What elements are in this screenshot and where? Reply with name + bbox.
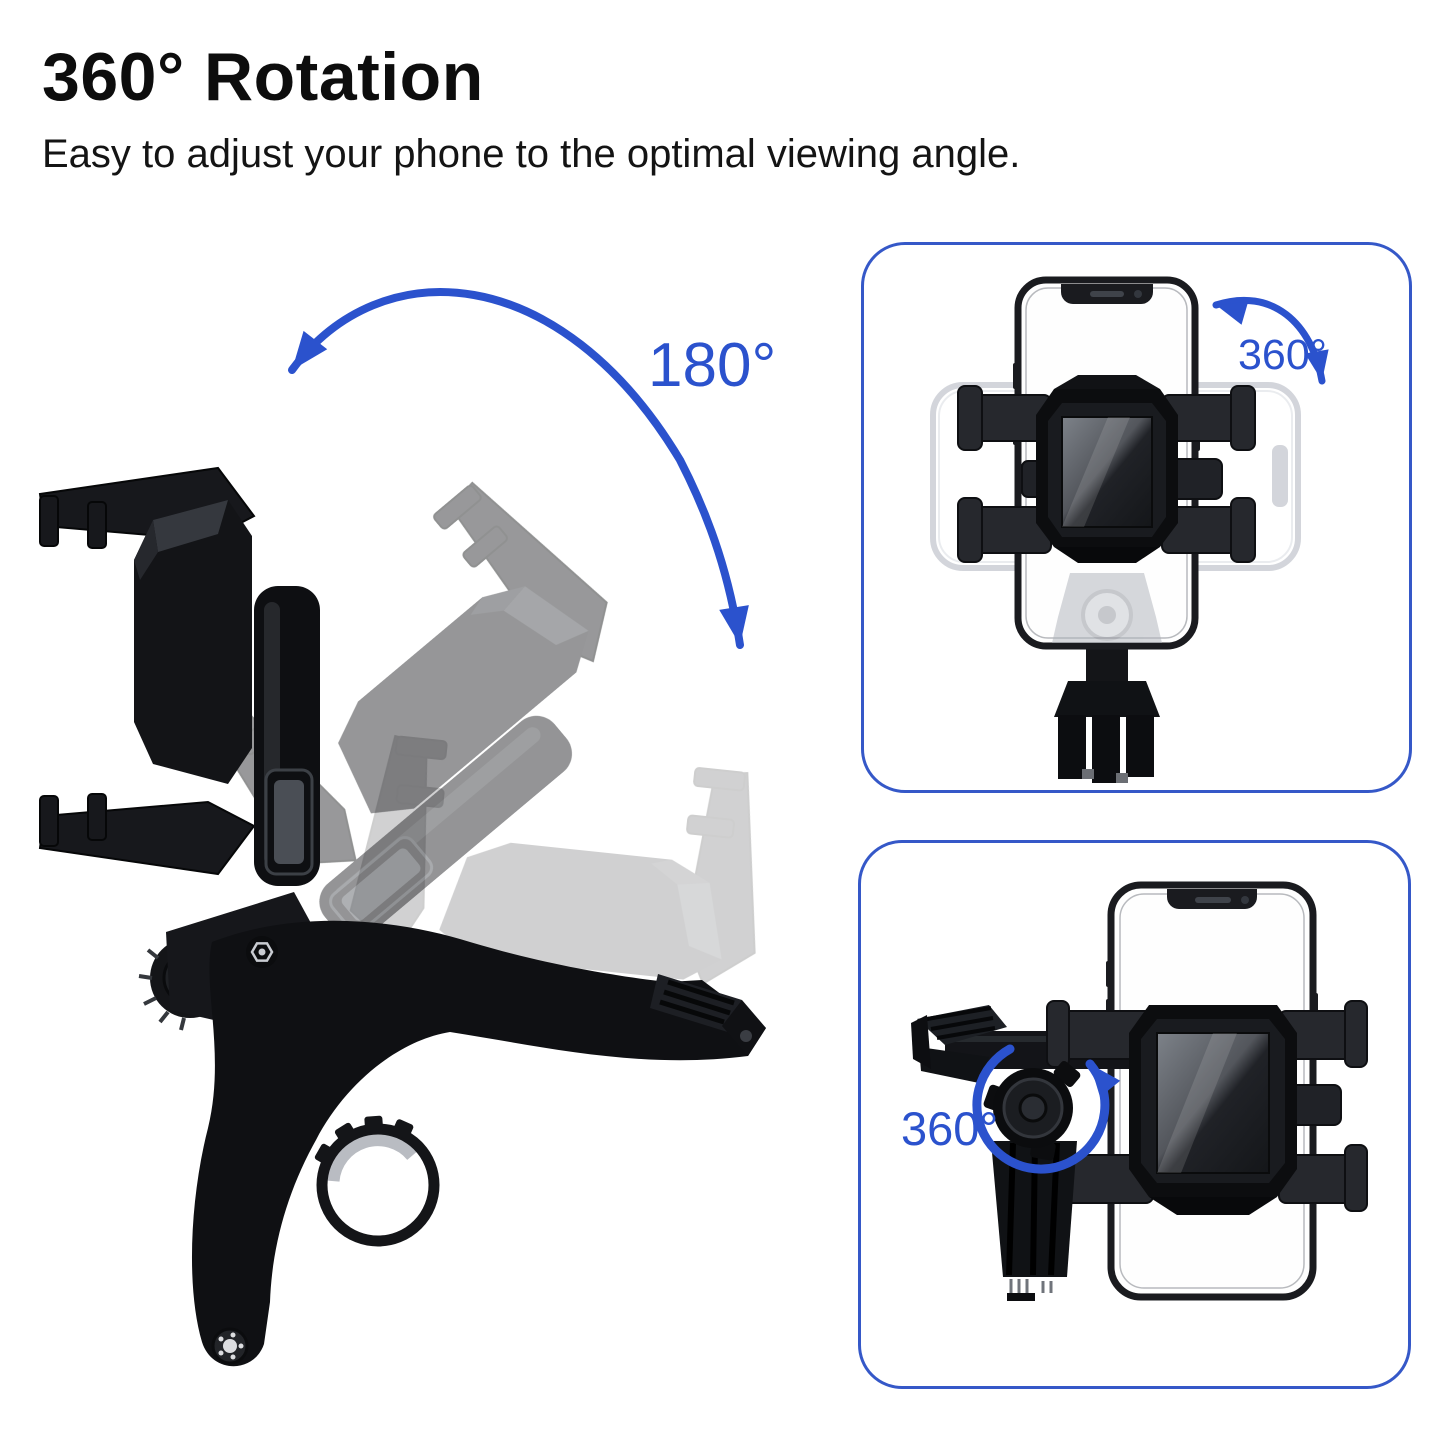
angle-label-180: 180° bbox=[648, 331, 777, 400]
clip-base bbox=[138, 892, 766, 1367]
panel-top-rotation: 360° bbox=[861, 242, 1412, 793]
ghost-mount-through-screen bbox=[1052, 573, 1162, 643]
angle-label-360-top: 360° bbox=[1238, 331, 1327, 379]
angle-label-360-bottom: 360° bbox=[901, 1102, 999, 1155]
ring-clamp bbox=[314, 1115, 440, 1247]
pivot-hex-screw bbox=[246, 936, 278, 968]
arc-arrow-360 bbox=[1212, 293, 1334, 385]
holder-upright bbox=[40, 468, 320, 886]
panel-bottom-rotation: 360° bbox=[858, 840, 1411, 1389]
base-swivel-art bbox=[911, 881, 1368, 1301]
visor-clamp bbox=[1054, 635, 1160, 783]
rotation-knob bbox=[983, 1061, 1081, 1161]
circle-arrow-360 bbox=[972, 1044, 1121, 1174]
rotation-180-diagram bbox=[0, 288, 860, 1367]
arc-arrow-180 bbox=[280, 288, 755, 649]
page-title: 360° Rotation bbox=[42, 39, 484, 115]
page-subtitle: Easy to adjust your phone to the optimal… bbox=[42, 132, 1021, 176]
cradle bbox=[1129, 1005, 1297, 1215]
phone-rotation-art bbox=[930, 276, 1334, 783]
cradle bbox=[1036, 375, 1178, 563]
grip-arms bbox=[957, 385, 1256, 563]
